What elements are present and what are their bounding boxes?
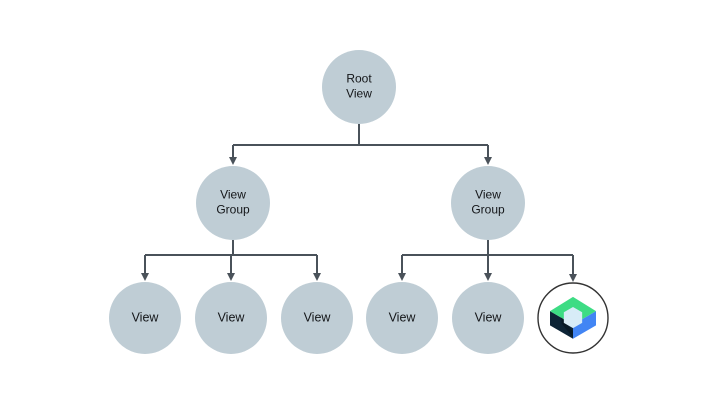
node-circle xyxy=(452,282,524,354)
connector-layer xyxy=(141,124,577,282)
view-leaf-5[interactable]: View xyxy=(452,282,524,354)
node-label: Group xyxy=(471,203,505,217)
node-circle xyxy=(322,50,396,124)
node-label: View xyxy=(346,87,372,101)
view-leaf-4[interactable]: View xyxy=(366,282,438,354)
view-leaf-1[interactable]: View xyxy=(109,282,181,354)
connector-group-root-view xyxy=(229,124,492,165)
node-label: View xyxy=(475,310,503,324)
view-leaf-3[interactable]: View xyxy=(281,282,353,354)
node-circle xyxy=(366,282,438,354)
connector-group-view-group-right xyxy=(398,240,577,282)
node-label: View xyxy=(304,310,332,324)
node-label: Root xyxy=(346,72,372,86)
compose-logo-node[interactable] xyxy=(537,282,609,354)
arrow-head-icon xyxy=(313,273,321,281)
node-circle xyxy=(196,166,270,240)
node-circle xyxy=(195,282,267,354)
node-circle xyxy=(281,282,353,354)
node-circle xyxy=(451,166,525,240)
node-label: View xyxy=(132,310,160,324)
arrow-head-icon xyxy=(141,273,149,281)
arrow-head-icon xyxy=(229,157,237,165)
node-circle xyxy=(109,282,181,354)
arrow-head-icon xyxy=(484,157,492,165)
view-leaf-2[interactable]: View xyxy=(195,282,267,354)
node-label: View xyxy=(475,188,501,202)
connector-group-view-group-left xyxy=(141,240,321,281)
node-label: Group xyxy=(216,203,250,217)
arrow-head-icon xyxy=(484,273,492,281)
jetpack-compose-icon xyxy=(550,296,596,339)
node-label: View xyxy=(220,188,246,202)
arrow-head-icon xyxy=(227,273,235,281)
arrow-head-icon xyxy=(398,273,406,281)
node-label: View xyxy=(218,310,246,324)
node-label: View xyxy=(389,310,417,324)
arrow-head-icon xyxy=(569,274,577,282)
